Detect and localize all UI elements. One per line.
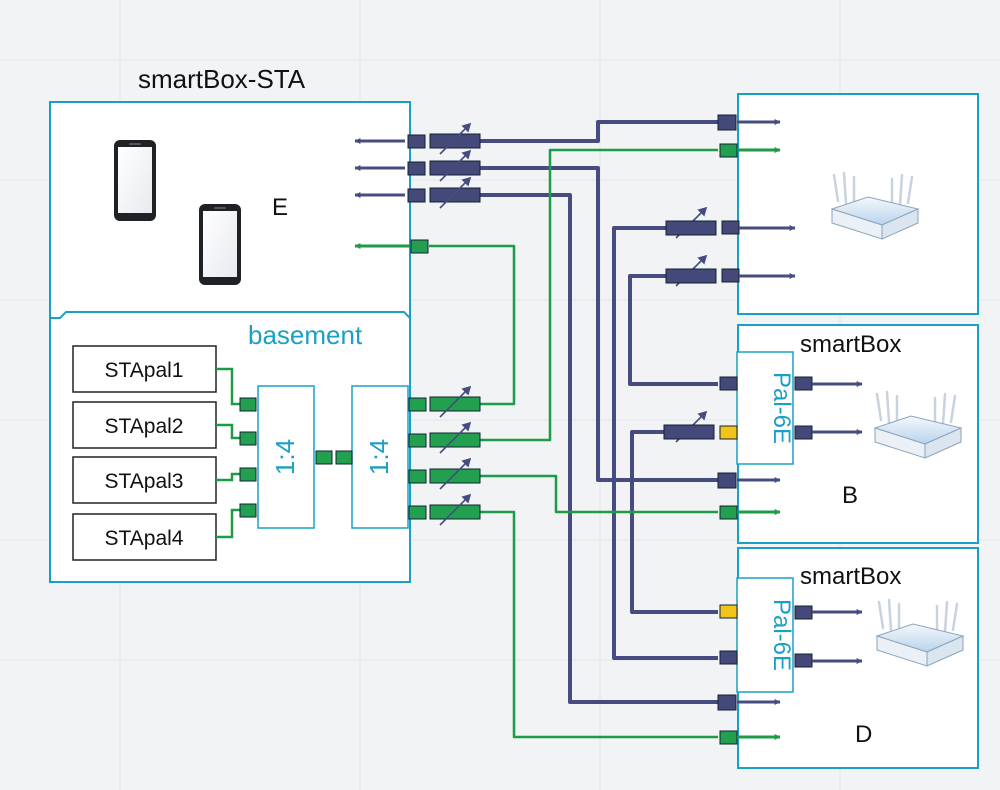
zone-b-label: B <box>842 482 858 509</box>
splitter-left: 1:4 <box>257 385 315 529</box>
splitter-link <box>315 450 353 465</box>
splitter-left-label: 1:4 <box>270 439 300 475</box>
stapal-label: STApal2 <box>105 415 184 438</box>
pal6e-b-label: Pal-6E <box>768 372 795 444</box>
pal6e-module-d: Pal-6E <box>736 577 795 693</box>
basement-label: basement <box>248 320 363 350</box>
diagram-title: smartBox-STA <box>138 64 306 94</box>
stapal-wires <box>216 367 240 539</box>
router-icon <box>875 598 965 667</box>
splitter-right-ports <box>408 396 481 520</box>
sta-left-arrows <box>354 138 410 249</box>
purple-wires <box>480 120 718 704</box>
zone-d-label: D <box>855 721 872 748</box>
splitter-right-label: 1:4 <box>364 439 394 475</box>
router-attenuators <box>663 220 740 440</box>
pal6e-output-ports <box>794 376 863 668</box>
connector-yellow <box>719 425 738 440</box>
splitter-left-ports <box>239 397 257 518</box>
stapal-box: STApal1 <box>72 345 217 393</box>
right-input-ports <box>717 114 738 745</box>
antenna-arrows <box>737 119 796 740</box>
smartbox-b-title: smartBox <box>800 331 901 358</box>
stapal-box: STApal2 <box>72 401 217 449</box>
pal6e-d-label: Pal-6E <box>768 599 795 671</box>
stapal-box: STApal4 <box>72 513 217 561</box>
green-wires <box>429 148 718 739</box>
sta-upper-ports <box>407 133 481 254</box>
stapal-label: STApal3 <box>105 470 184 493</box>
phone-icon <box>114 140 156 221</box>
connector-yellow <box>719 604 738 619</box>
smartbox-d-title: smartBox <box>800 563 901 590</box>
pal6e-module-b: Pal-6E <box>736 351 795 465</box>
stapal-label: STApal4 <box>105 527 184 550</box>
splitter-right: 1:4 <box>351 385 409 529</box>
attenuator-marks <box>439 122 708 526</box>
zone-e-label: E <box>272 194 288 221</box>
stapal-label: STApal1 <box>105 359 184 382</box>
router-icon <box>873 390 963 459</box>
router-icon <box>830 171 920 240</box>
stapal-box: STApal3 <box>72 456 217 504</box>
phone-icon <box>199 204 241 285</box>
